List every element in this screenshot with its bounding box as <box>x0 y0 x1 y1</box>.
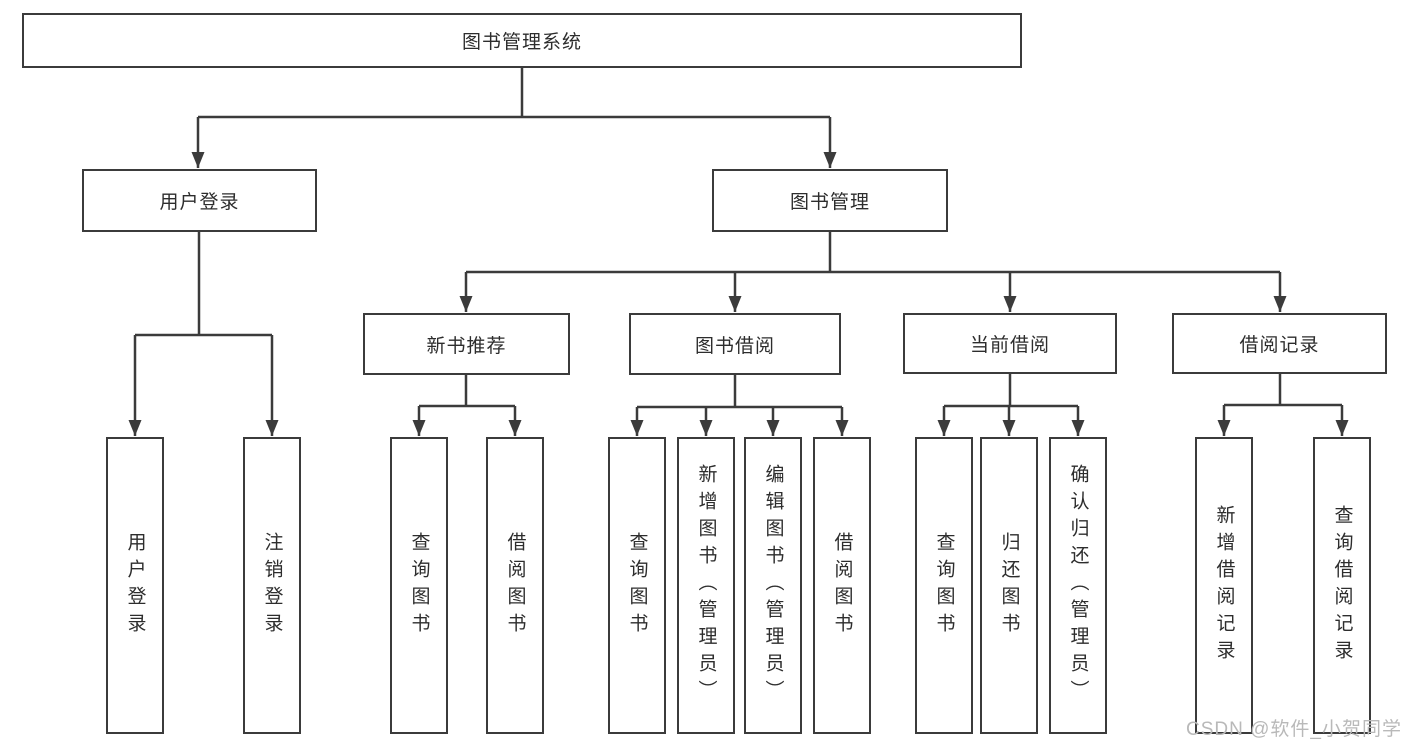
leaf-borrow-add-books-admin: 新增图书（管理员） <box>677 437 735 734</box>
leaf-current-confirm-return-admin: 确认归还（管理员） <box>1049 437 1107 734</box>
csdn-watermark: CSDN @软件_小贺同学 <box>1186 719 1402 740</box>
leaf-records-add-record: 新增借阅记录 <box>1195 437 1253 734</box>
node-label: 图书管理 <box>789 192 870 213</box>
leaf-current-query-books: 查询图书 <box>915 437 973 734</box>
node-label: 查询图书 <box>626 531 648 640</box>
node-label: 图书管理系统 <box>461 32 582 53</box>
leaf-current-return-books: 归还图书 <box>980 437 1038 734</box>
node-user-login: 用户登录 <box>82 169 317 232</box>
node-label: 借阅记录 <box>1239 335 1320 356</box>
node-book-management: 图书管理 <box>712 169 948 232</box>
leaf-logout: 注销登录 <box>243 437 301 734</box>
node-label: 新增图书（管理员） <box>695 464 717 707</box>
leaf-borrow-query-books: 查询图书 <box>608 437 666 734</box>
leaf-recommend-borrow-books: 借阅图书 <box>486 437 544 734</box>
leaf-borrow-borrow-books: 借阅图书 <box>813 437 871 734</box>
node-label: 借阅图书 <box>831 531 853 640</box>
node-label: 当前借阅 <box>969 335 1050 356</box>
node-label: 归还图书 <box>998 531 1020 640</box>
leaf-user-login: 用户登录 <box>106 437 164 734</box>
node-library-system: 图书管理系统 <box>22 13 1022 68</box>
node-label: 查询图书 <box>408 531 430 640</box>
node-borrow-records: 借阅记录 <box>1172 313 1387 374</box>
node-label: 用户登录 <box>124 531 146 640</box>
leaf-recommend-query-books: 查询图书 <box>390 437 448 734</box>
node-label: 注销登录 <box>261 531 283 640</box>
node-label: 查询图书 <box>933 531 955 640</box>
leaf-borrow-edit-books-admin: 编辑图书（管理员） <box>744 437 802 734</box>
node-current-borrow: 当前借阅 <box>903 313 1117 374</box>
node-label: 新书推荐 <box>426 335 507 357</box>
node-label: 查询借阅记录 <box>1331 504 1353 667</box>
node-book-borrow: 图书借阅 <box>629 313 841 375</box>
node-label: 用户登录 <box>159 192 240 213</box>
node-label: 图书借阅 <box>694 335 775 357</box>
node-new-book-recommend: 新书推荐 <box>363 313 570 375</box>
node-label: 新增借阅记录 <box>1213 504 1235 667</box>
leaf-records-query-record: 查询借阅记录 <box>1313 437 1371 734</box>
node-label: 确认归还（管理员） <box>1067 464 1089 707</box>
node-label: 借阅图书 <box>504 531 526 640</box>
node-label: 编辑图书（管理员） <box>762 464 784 707</box>
